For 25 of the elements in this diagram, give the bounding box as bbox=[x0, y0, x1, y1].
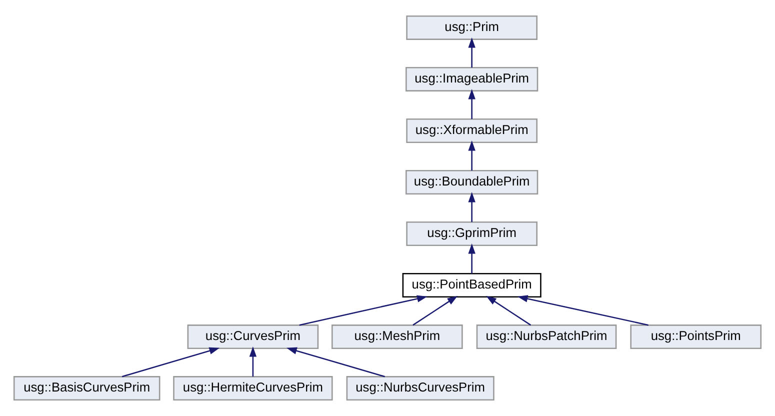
node-box: usg::ImageablePrim bbox=[406, 67, 538, 92]
node-box: usg::PointBasedPrim bbox=[402, 273, 542, 298]
arrow bbox=[468, 140, 476, 171]
node-box: usg::NurbsCurvesPrim bbox=[346, 376, 494, 400]
arrow bbox=[249, 346, 257, 377]
node-box: usg::Prim bbox=[406, 16, 538, 40]
node-box: usg::BoundablePrim bbox=[406, 170, 538, 194]
arrow bbox=[468, 243, 476, 274]
node-box: usg::BasisCurvesPrim bbox=[13, 376, 160, 400]
node-box: usg::HermiteCurvesPrim bbox=[173, 376, 333, 400]
arrow bbox=[122, 347, 220, 378]
node-box: usg::XformablePrim bbox=[406, 118, 538, 143]
arrow bbox=[468, 88, 476, 120]
arrow bbox=[517, 295, 648, 326]
arrow bbox=[468, 192, 476, 222]
node-box: usg::MeshPrim bbox=[332, 324, 463, 349]
arrow bbox=[468, 37, 476, 68]
node-box: usg::NurbsPatchPrim bbox=[476, 324, 617, 349]
node-box: usg::PointsPrim bbox=[630, 324, 762, 349]
node-box: usg::CurvesPrim bbox=[187, 324, 319, 349]
arrow bbox=[412, 296, 458, 326]
arrow bbox=[486, 296, 532, 326]
arrow bbox=[299, 295, 428, 326]
node-box: usg::GprimPrim bbox=[406, 222, 538, 246]
arrow bbox=[286, 347, 386, 378]
